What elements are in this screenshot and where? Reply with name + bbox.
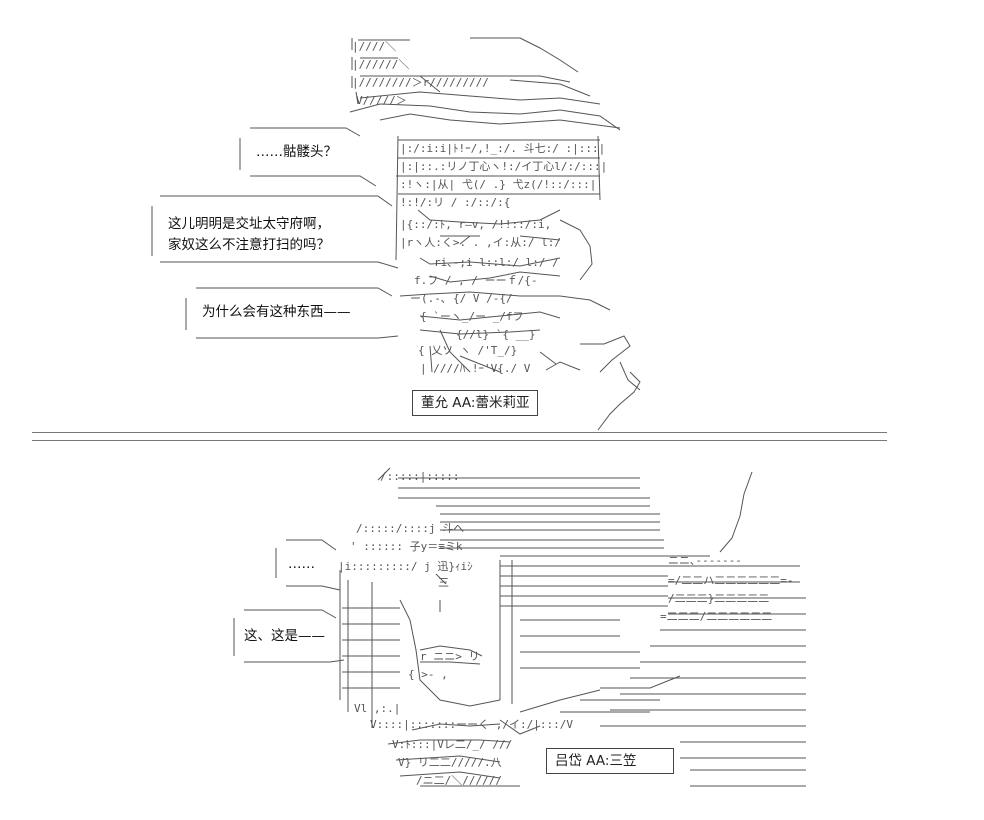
bubble-line: 这儿明明是交址太守府啊， [168,216,330,232]
speech-bubble-3: 为什么会有这种东西—— [202,302,351,323]
svg-text:|:/:i:i|ﾄ!ｰ/,!_:/. 斗七:/ :|:::|: |:/:i:i|ﾄ!ｰ/,!_:/. 斗七:/ :|:::| [400,142,605,155]
svg-text:f.フ / , / ーーｆ/{-: f.フ / , / ーーｆ/{- [414,274,537,287]
speech-bubble-outlines-2 [233,539,345,663]
caption-text: 吕岱 AA:三笠 [555,753,637,769]
svg-text:!:!/:リ / :/::/:{: !:!/:リ / :/::/:{ [400,196,510,209]
svg-text:ー(.-､ {/ V /-{/: ー(.-､ {/ V /-{/ [410,292,513,305]
panel-separator [32,432,887,441]
svg-text:|////＼: |////＼ [352,40,396,53]
svg-text:|:|::.:リノ丁心ヽ!:/イ丁心l/:/:::|: |:|::.:リノ丁心ヽ!:/イ丁心l/:/:::| [400,160,607,173]
speech-bubble-1: ……骷髅头？ [256,142,337,163]
svg-text::!ヽ:|从| 弋(/ .} 弋z(/!::/:::|: :!ヽ:|从| 弋(/ .} 弋z(/!::/:::| [400,178,596,191]
speech-bubble-2: 这儿明明是交址太守府啊， 家奴这么不注意打扫的吗？ [168,214,330,256]
speech-bubble-5: 这、这是—— [244,626,325,647]
bubble-line: 家奴这么不注意打扫的吗？ [168,237,330,253]
svg-text:|//////＼: |//////＼ [352,58,409,71]
svg-text:/二二二}二二二二二: /二二二}二二二二二 [668,592,769,605]
speech-bubble-outlines-1 [151,127,399,339]
svg-text:{//l} `{ __}: {//l} `{ __} [456,328,535,341]
svg-text:|rヽ人:く>. . ,イ:从:/ l:/: |rヽ人:く>. . ,イ:从:/ l:/ [400,236,561,249]
svg-text:三: 三 [438,576,449,589]
svg-text:V::::|:::::::ーーく ,/イ:/|:::/V: V::::|:::::::ーーく ,/イ:/|:::/V [370,718,573,731]
svg-text:V/////＞: V/////＞ [356,94,407,107]
bubble-line: 为什么会有这种东西—— [202,304,351,320]
svg-text:V:ﾄ:::|Vレ二/_/ ///: V:ﾄ:::|Vレ二/_/ /// [392,738,512,751]
bubble-line: ……骷髅头？ [256,144,337,160]
svg-text:r ニニ> リ: r ニニ> リ [420,650,480,663]
bubble-line: 这、这是—— [244,628,325,644]
bubble-line: …… [288,556,315,572]
svg-text:V} リ二二/////.八: V} リ二二/////.八 [398,756,502,769]
svg-text:Vl ,:.|: Vl ,:.| [354,702,400,715]
caption-text: 董允 AA:蕾米莉亚 [421,395,530,411]
character-caption-2: 吕岱 AA:三笠 [546,748,674,774]
svg-text:=/二二ハ二二二二二二=-: =/二二ハ二二二二二二=- [668,574,794,587]
character-hat-art: |////＼ |//////＼ |////////＞r///////// V//… [349,37,641,431]
svg-text:|////////＞r/////////: |////////＞r///////// [352,76,489,89]
svg-text:|{::/:ﾄ, r―v, /!!::/:i,: |{::/:ﾄ, r―v, /!!::/:i, [400,218,551,231]
svg-text:{ `ーヽ_/ー-_/fフ: { `ーヽ_/ー-_/fフ [420,310,524,323]
svg-text:=二二二/二二二二二二: =二二二/二二二二二二 [660,610,772,623]
svg-text:ニニ､-------: ニニ､------- [668,554,742,567]
character-helmet-art: /:::::|::::: /:::::/::::j 斗へ ' :::::: 子y… [338,467,806,787]
svg-text:/:::::/::::j 斗へ: /:::::/::::j 斗へ [356,522,464,535]
speech-bubble-4: …… [288,554,315,575]
character-caption-1: 董允 AA:蕾米莉亚 [412,390,539,416]
svg-text:|i:::::::::/ j 迅}ｨiｼ: |i:::::::::/ j 迅}ｨiｼ [338,560,473,573]
svg-text:/ニ二/＼//////: /ニ二/＼////// [416,774,502,787]
svg-text:' :::::: 子y＝≡ミk: ' :::::: 子y＝≡ミk [350,540,463,553]
svg-text:/:::::|:::::: /:::::|::::: [380,470,459,483]
svg-text:| ////ﾊ !ｰ'V{./ V: | ////ﾊ !ｰ'V{./ V [420,362,531,375]
svg-text:{ >- ,: { >- , [408,668,448,681]
svg-text:{ 乂ソ ヽ /'T_/}: { 乂ソ ヽ /'T_/} [418,344,517,357]
svg-text:ri､-;i l::l:/ l:/ /: ri､-;i l::l:/ l:/ / [434,256,559,269]
